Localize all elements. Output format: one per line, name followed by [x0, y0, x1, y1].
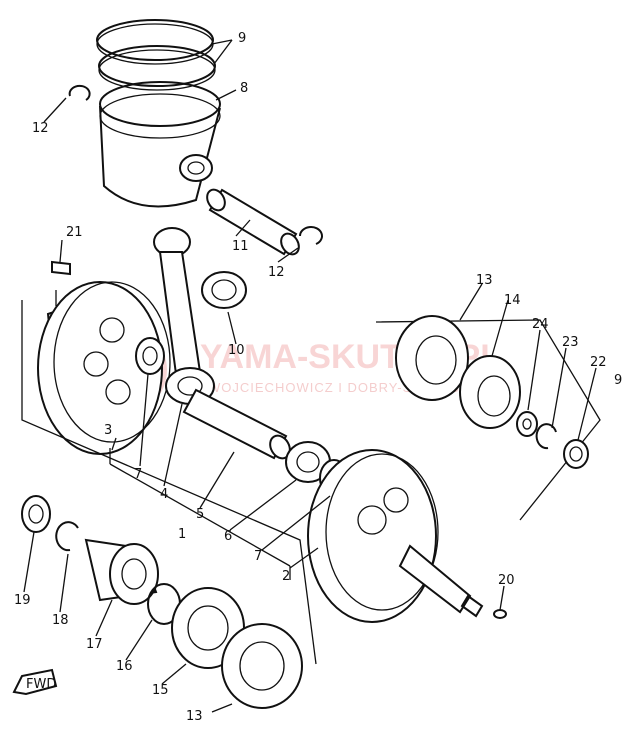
label-22-collar: 22 — [590, 355, 607, 370]
label-8-piston: 8 — [240, 81, 248, 96]
label-7-washer-right: 7 — [254, 549, 262, 564]
label-24-washer: 24 — [532, 317, 549, 332]
label-6-bearing: 6 — [224, 529, 232, 544]
label-1-crankshaft: 1 — [178, 527, 186, 542]
piston-pin — [206, 188, 300, 256]
label-5-crank-pin: 5 — [196, 507, 204, 522]
piston-pin-clips — [68, 84, 323, 245]
piston — [99, 81, 221, 208]
left-bearing-group — [21, 300, 317, 709]
small-end-bearing — [201, 271, 247, 309]
label-13-bearing-right: 13 — [476, 273, 493, 288]
piston-rings — [96, 19, 216, 91]
label-10-bearing: 10 — [228, 343, 245, 358]
label-17-gear: 17 — [86, 637, 103, 652]
label-9-rings: 9 — [238, 31, 246, 46]
shaft-pin — [493, 609, 507, 619]
label-7-washer-left: 7 — [134, 467, 142, 482]
assembly-brackets — [109, 448, 291, 580]
label-14-seal: 14 — [504, 293, 521, 308]
forward-arrow-icon: FWD — [12, 668, 58, 696]
label-16-oring: 16 — [116, 659, 133, 674]
label-23-circlip: 23 — [562, 335, 579, 350]
crank-pin — [182, 388, 291, 460]
left-crank-wheel — [37, 281, 171, 455]
label-3-crank-left: 3 — [104, 423, 112, 438]
label-12-clip-right: 12 — [268, 265, 285, 280]
label-12-clip-left: 12 — [32, 121, 49, 136]
woodruff-key — [51, 260, 71, 276]
leader-lines — [23, 39, 597, 713]
fwd-label: FWD — [26, 677, 56, 692]
label-19-seal: 19 — [14, 593, 31, 608]
label-2-crank-right: 2 — [282, 569, 290, 584]
label-9-edge: 9 — [614, 373, 622, 388]
label-20-pin: 20 — [498, 573, 515, 588]
label-13-bearing-left: 13 — [186, 709, 203, 724]
right-bearing-group — [375, 315, 601, 521]
part-labels: 9 8 12 11 12 21 13 14 24 23 22 9 10 3 7 … — [14, 31, 622, 724]
connecting-rod — [153, 227, 215, 405]
thrust-washer-left — [135, 337, 165, 375]
label-18-circlip: 18 — [52, 613, 69, 628]
label-15-seal: 15 — [152, 683, 169, 698]
right-crank-wheel — [307, 449, 484, 623]
label-21-key: 21 — [66, 225, 83, 240]
label-11-pin: 11 — [232, 239, 249, 254]
label-4-rod: 4 — [160, 487, 168, 502]
